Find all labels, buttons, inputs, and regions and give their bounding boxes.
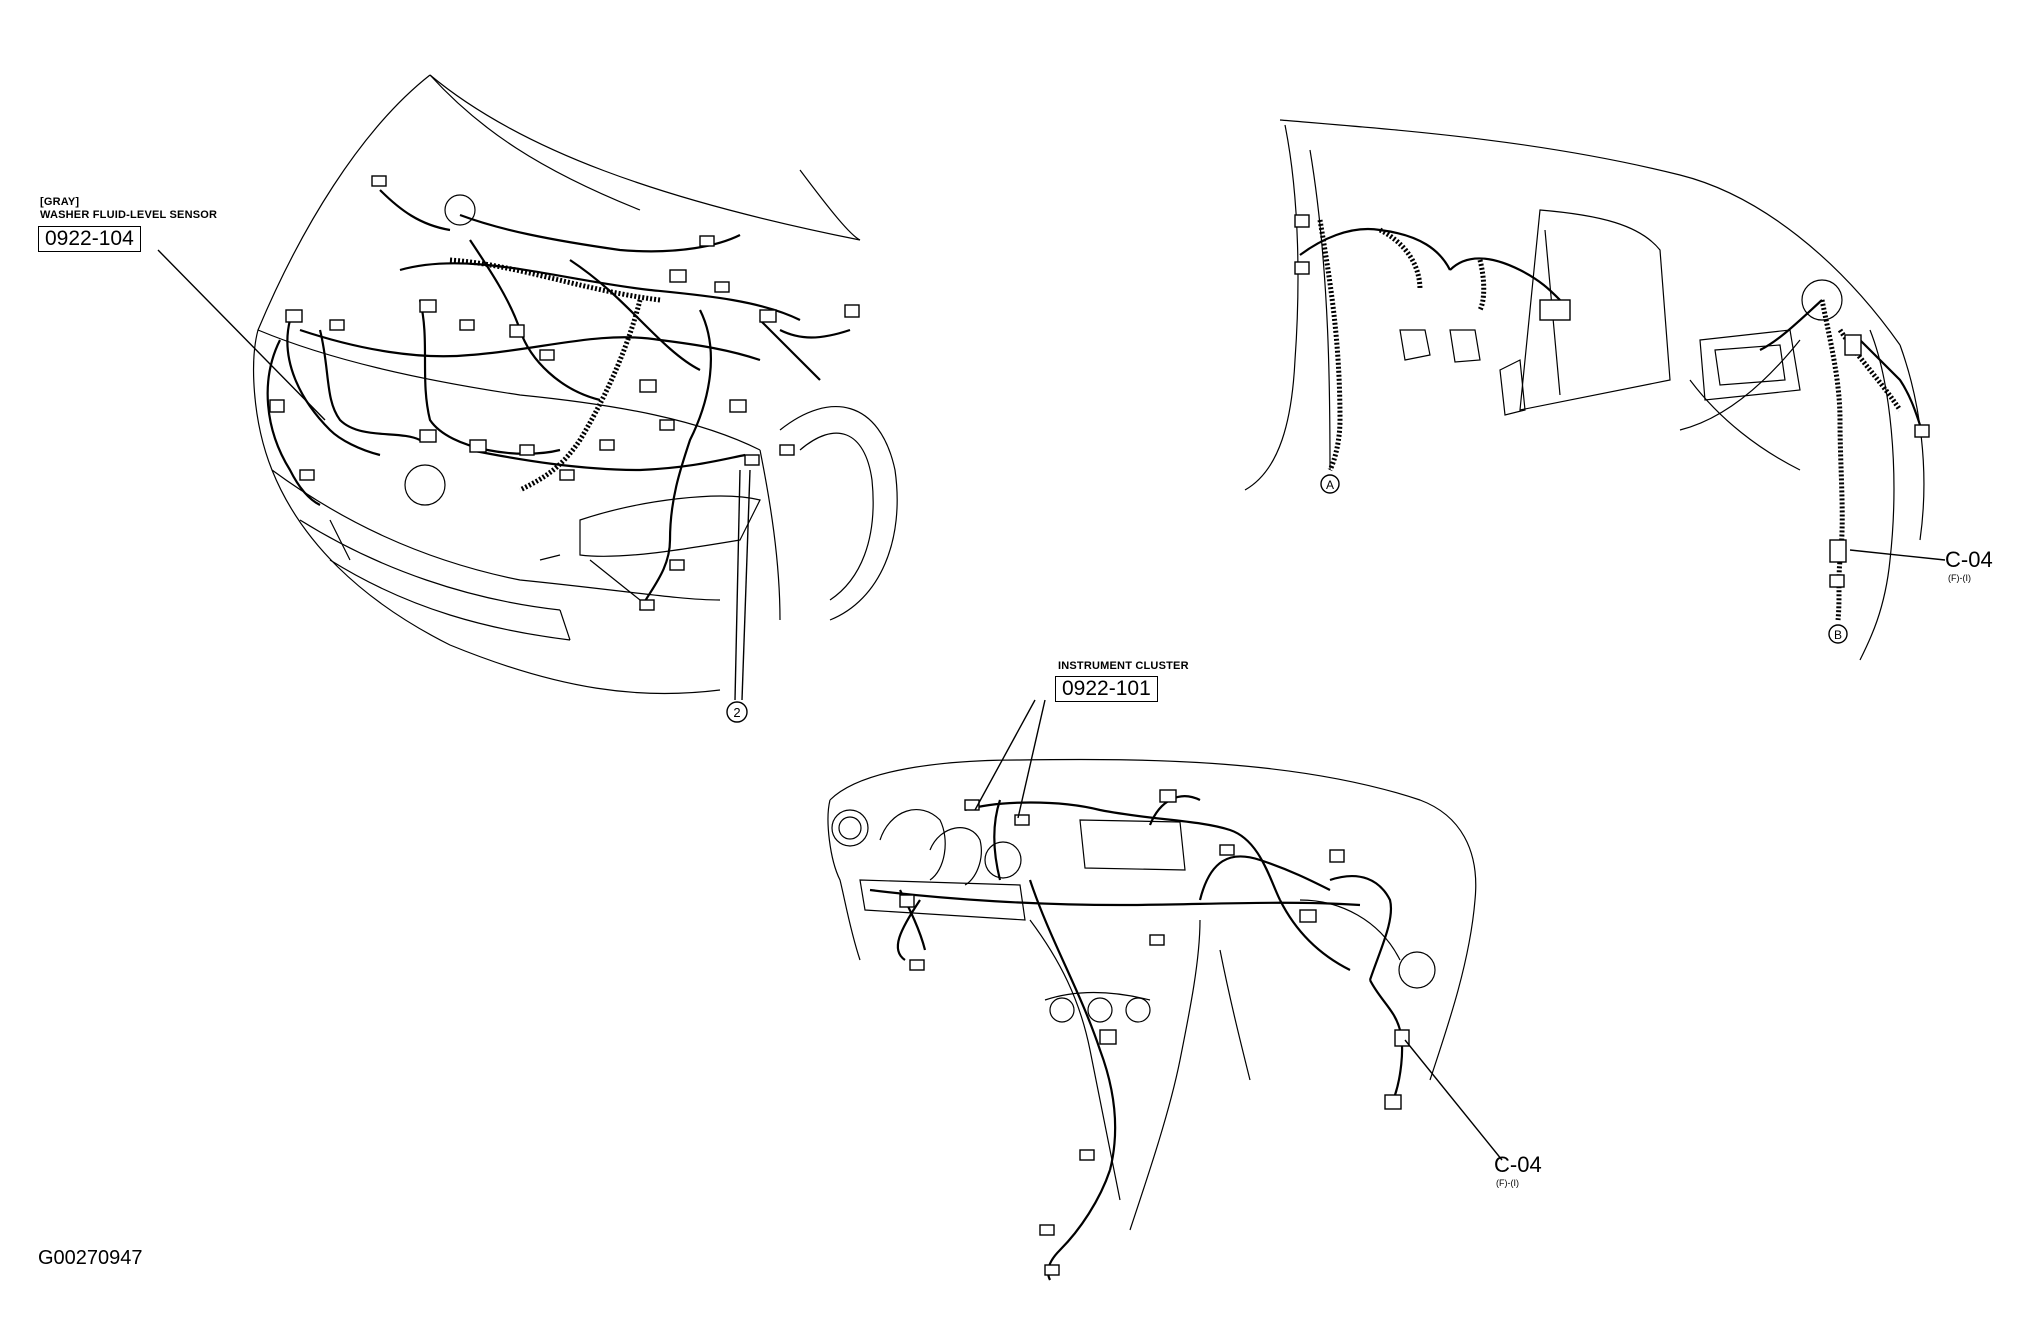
cowl-connector-sub: (F)-(I) <box>1948 573 1971 583</box>
cowl-marker-a: A <box>1326 478 1334 492</box>
cowl-marker-b: B <box>1834 628 1842 642</box>
dashboard-view <box>827 699 1503 1281</box>
instrument-cluster-name: INSTRUMENT CLUSTER <box>1058 660 1189 672</box>
engine-callout-number: 2 <box>733 705 740 720</box>
figure-id: G00270947 <box>38 1247 143 1269</box>
dash-connector-sub: (F)-(I) <box>1496 1178 1519 1188</box>
instrument-cluster-code[interactable]: 0922-101 <box>1055 676 1158 702</box>
washer-sensor-color-tag: [GRAY] <box>40 196 80 208</box>
engine-compartment-view: 2 <box>157 74 898 723</box>
dash-connector-label[interactable]: C-04 <box>1494 1152 1542 1177</box>
washer-sensor-code[interactable]: 0922-104 <box>38 226 141 252</box>
washer-sensor-name: WASHER FLUID-LEVEL SENSOR <box>40 209 218 221</box>
cowl-connector-label[interactable]: C-04 <box>1945 547 1993 572</box>
cowl-view: A B <box>1244 119 1946 661</box>
